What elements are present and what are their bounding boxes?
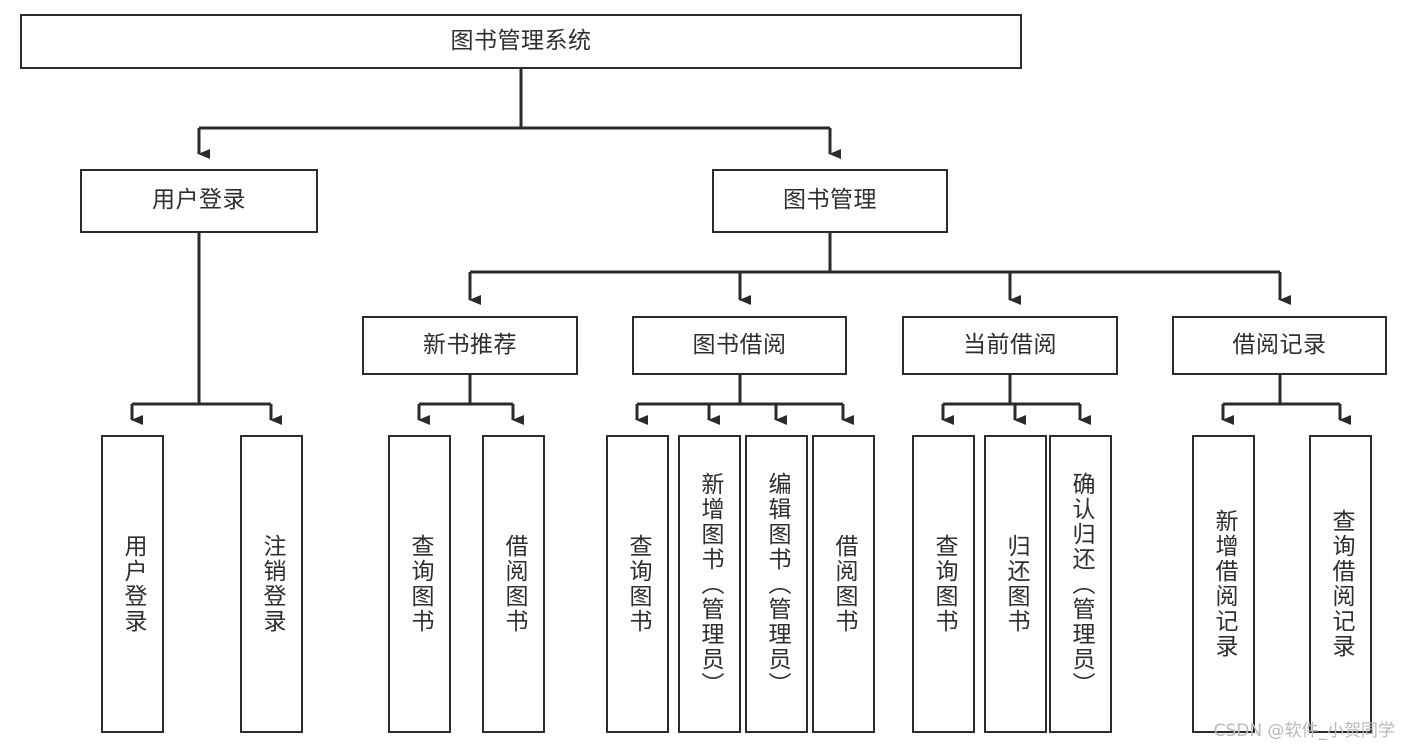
leaf-add-book-admin[interactable]: 新增图书（管理员）	[678, 435, 741, 733]
leaf-query-books-current[interactable]: 查询图书	[912, 435, 975, 733]
node-label: 查询图书	[930, 534, 957, 634]
node-label: 当前借阅	[963, 331, 1057, 358]
node-label: 查询借阅记录	[1327, 509, 1354, 659]
node-label: 注销登录	[258, 534, 285, 634]
leaf-query-books-borrowing[interactable]: 查询图书	[606, 435, 669, 733]
node-label: 用户登录	[119, 534, 146, 634]
node-label: 借阅记录	[1232, 331, 1327, 358]
node-label: 新增借阅记录	[1210, 509, 1237, 659]
node-label: 编辑图书（管理员）	[763, 471, 790, 697]
node-label: 借阅图书	[830, 534, 857, 634]
leaf-logout[interactable]: 注销登录	[240, 435, 303, 733]
node-label: 借阅图书	[500, 534, 527, 634]
node-current-borrowing[interactable]: 当前借阅	[902, 316, 1118, 375]
leaf-borrow-books[interactable]: 借阅图书	[812, 435, 875, 733]
node-label: 图书借阅	[692, 331, 787, 358]
leaf-return-books[interactable]: 归还图书	[984, 435, 1047, 733]
node-label: 用户登录	[152, 187, 246, 214]
leaf-query-borrow-record[interactable]: 查询借阅记录	[1309, 435, 1372, 733]
node-root-system[interactable]: 图书管理系统	[20, 14, 1022, 69]
node-new-book-recommendation[interactable]: 新书推荐	[362, 316, 578, 375]
node-label: 确认归还（管理员）	[1067, 471, 1094, 697]
leaf-user-login[interactable]: 用户登录	[101, 435, 164, 733]
leaf-add-borrow-record[interactable]: 新增借阅记录	[1192, 435, 1255, 733]
leaf-borrow-books-recommend[interactable]: 借阅图书	[482, 435, 545, 733]
node-user-login-module[interactable]: 用户登录	[80, 169, 318, 233]
node-book-borrowing[interactable]: 图书借阅	[632, 316, 847, 375]
node-label: 新书推荐	[423, 331, 517, 358]
node-label: 图书管理系统	[450, 27, 592, 54]
node-label: 归还图书	[1002, 534, 1029, 634]
node-label: 查询图书	[406, 534, 433, 634]
node-book-management-module[interactable]: 图书管理	[712, 169, 948, 233]
node-label: 图书管理	[783, 187, 877, 214]
watermark-text: CSDN @软件_小贺同学	[1213, 721, 1395, 741]
leaf-confirm-return-admin[interactable]: 确认归还（管理员）	[1049, 435, 1112, 733]
node-label: 新增图书（管理员）	[696, 471, 723, 697]
leaf-edit-book-admin[interactable]: 编辑图书（管理员）	[745, 435, 808, 733]
leaf-query-books-recommend[interactable]: 查询图书	[388, 435, 451, 733]
node-label: 查询图书	[624, 534, 651, 634]
node-borrow-records[interactable]: 借阅记录	[1172, 316, 1387, 375]
